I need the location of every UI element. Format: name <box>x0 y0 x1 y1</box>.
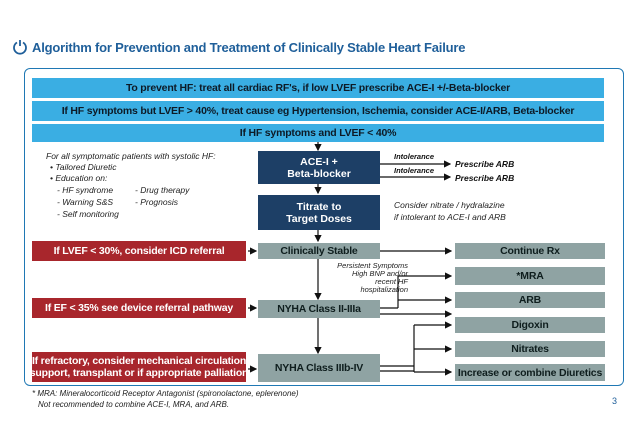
prescribe-arb-2: Prescribe ARB <box>455 173 515 183</box>
nyha-2-3a-box: NYHA Class II-IIIa <box>258 300 380 318</box>
acei-betablocker-box: ACE-I + Beta-blocker <box>258 151 380 184</box>
refractory-line-1: If refractory, consider mechanical circu… <box>31 355 247 367</box>
band-prevent: To prevent HF: treat all cardiac RF's, i… <box>32 78 604 98</box>
clinically-stable-box: Clinically Stable <box>258 243 380 259</box>
persistent-symptoms-note: Persistent Symptoms High BNP and/or rece… <box>337 261 408 294</box>
consider-nitrate: Consider nitrate / hydralazine <box>394 200 505 210</box>
notes-item: - Prognosis <box>135 197 178 207</box>
footnote-combine: Not recommended to combine ACE-I, MRA, a… <box>38 400 230 409</box>
betablocker-line: Beta-blocker <box>287 167 351 180</box>
icd-referral-box: If LVEF < 30%, consider ICD referral <box>32 241 246 261</box>
target-doses-line: Target Doses <box>286 212 352 225</box>
refractory-box: If refractory, consider mechanical circu… <box>29 352 249 382</box>
nyha-3b-4-box: NYHA Class IIIb-IV <box>258 354 380 382</box>
digoxin-box: Digoxin <box>455 317 605 333</box>
notes-item: - Warning S&S <box>57 197 114 207</box>
page-title: Algorithm for Prevention and Treatment o… <box>32 40 466 55</box>
device-referral-box: If EF < 35% see device referral pathway <box>32 298 246 318</box>
consider-intolerant: if intolerant to ACE-I and ARB <box>394 212 506 222</box>
intolerance-label-1: Intolerance <box>394 152 435 161</box>
prescribe-arb-1: Prescribe ARB <box>455 159 515 169</box>
notes-heading: For all symptomatic patients with systol… <box>46 151 216 161</box>
diuretics-box: Increase or combine Diuretics <box>455 364 605 381</box>
acei-line: ACE-I + <box>300 155 338 168</box>
intolerance-label-2: Intolerance <box>394 166 435 175</box>
continue-rx-box: Continue Rx <box>455 243 605 259</box>
power-icon <box>13 40 27 55</box>
footnote-mra: * MRA: Mineralocorticoid Receptor Antago… <box>32 389 299 398</box>
page-number: 3 <box>612 396 618 406</box>
titrate-line: Titrate to <box>296 200 342 213</box>
notes-item: - Drug therapy <box>135 185 190 195</box>
titrate-box: Titrate to Target Doses <box>258 195 380 230</box>
band-lvef-over-40: If HF symptoms but LVEF > 40%, treat cau… <box>32 101 604 121</box>
notes-item: - HF syndrome <box>57 185 114 195</box>
nitrates-box: Nitrates <box>455 341 605 357</box>
band-lvef-under-40: If HF symptoms and LVEF < 40% <box>32 124 604 142</box>
notes-bullet-diuretic: • Tailored Diuretic <box>50 162 117 172</box>
notes-bullet-education: • Education on: <box>50 173 108 183</box>
notes-item: - Self monitoring <box>57 209 119 219</box>
mra-box: *MRA <box>455 267 605 285</box>
arb-box: ARB <box>455 292 605 308</box>
refractory-line-2: support, transplant or if appropriate pa… <box>29 367 249 379</box>
diagram-panel <box>24 68 624 386</box>
